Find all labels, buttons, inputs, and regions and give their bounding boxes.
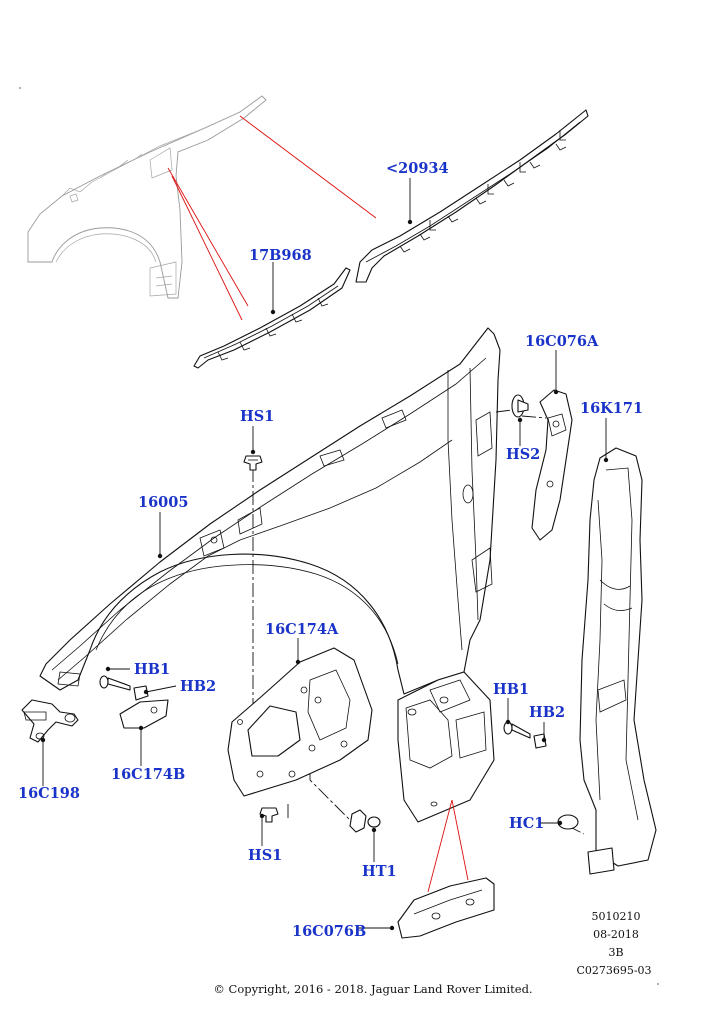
callout-hb2-left: HB2: [180, 678, 216, 695]
leader-red-5: [451, 799, 469, 881]
callout-16C076B: 16C076B: [292, 923, 366, 940]
callout-17B968: 17B968: [249, 247, 312, 264]
part-stud-hs2: [511, 394, 529, 418]
alignment-line-16c076a: [521, 415, 547, 419]
part-nut-hb2-left: [133, 685, 149, 701]
corner-mark: [657, 983, 659, 985]
callout-16C174A: 16C174A: [265, 621, 339, 638]
part-bracket-16C174A: [227, 647, 373, 797]
ref-number: 5010210: [592, 910, 641, 923]
part-fastener-hs1-top: [243, 455, 263, 471]
callout-hb1-right: HB1: [493, 681, 529, 698]
callout-16C174B: 16C174B: [111, 766, 185, 783]
callout-20934: <20934: [386, 160, 449, 177]
ref-revision: 3B: [608, 946, 623, 959]
part-fender-16005: [39, 327, 501, 823]
callout-hb1-left: HB1: [134, 661, 170, 678]
callout-16005: 16005: [138, 494, 188, 511]
part-insulator-16K171: [579, 447, 657, 875]
ref-date: 08-2018: [593, 928, 639, 941]
part-bracket-16C076B: [397, 877, 495, 939]
alignment-line-hs2: [495, 409, 513, 413]
part-plug-hc1: [557, 814, 579, 830]
part-bracket-16C174B: [119, 699, 169, 729]
part-bolt-hb1-left: [99, 675, 131, 691]
fender-overview-ghost: [19, 87, 267, 299]
callout-16K171: 16K171: [580, 400, 643, 417]
leader-red-4: [427, 799, 453, 893]
callout-hs1-top: HS1: [240, 408, 274, 425]
callout-hc1: HC1: [509, 815, 544, 832]
callout-hb2-right: HB2: [529, 704, 565, 721]
part-seal-17B968: [193, 267, 351, 369]
callout-ht1: HT1: [362, 863, 397, 880]
ref-illustration-id: C0273695-03: [576, 964, 651, 977]
part-nut-hb2-right: [533, 733, 547, 749]
part-seal-20934: [355, 109, 589, 283]
part-stud-ht1: [349, 809, 381, 833]
leader-red-2: [167, 167, 249, 307]
callout-16C076A: 16C076A: [525, 333, 599, 350]
part-bolt-hb1-right: [503, 721, 531, 739]
copyright-notice: © Copyright, 2016 - 2018. Jaguar Land Ro…: [213, 982, 532, 996]
part-bracket-16C198: [21, 699, 79, 743]
callout-16C198: 16C198: [18, 785, 80, 802]
part-bracket-16C076A: [531, 389, 573, 541]
leader-red-3: [171, 175, 243, 321]
callout-hs2: HS2: [506, 446, 540, 463]
callout-hs1-bottom: HS1: [248, 847, 282, 864]
leader-red-1: [239, 115, 377, 219]
